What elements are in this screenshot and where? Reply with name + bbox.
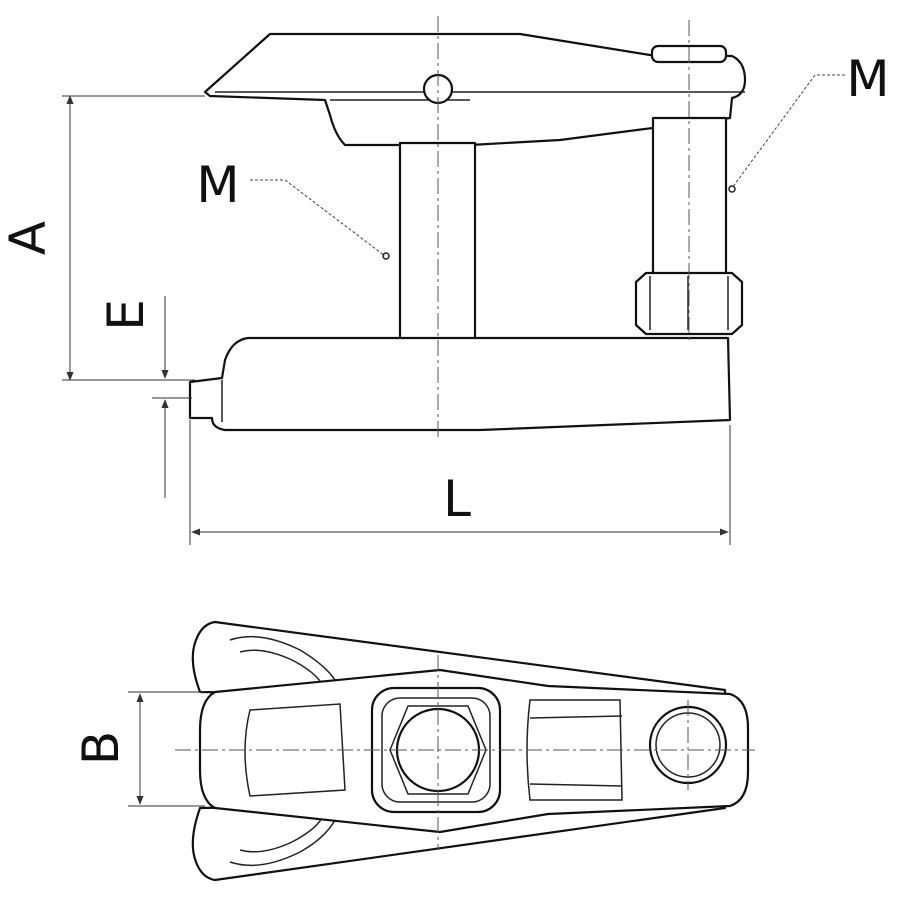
- dimension-label-l: L: [443, 470, 471, 528]
- material-label-m-bolt: M: [846, 50, 889, 108]
- bolt-head-top: [648, 705, 728, 785]
- side-view: [62, 16, 845, 545]
- material-label-m-pillar: M: [196, 156, 239, 214]
- dimension-label-a: A: [0, 221, 57, 255]
- dimension-label-e: E: [97, 299, 155, 331]
- dimension-label-b: B: [72, 731, 130, 765]
- lower-jaw-body: [188, 336, 732, 432]
- top-view: [128, 620, 755, 882]
- upper-lever-arm: [203, 32, 747, 147]
